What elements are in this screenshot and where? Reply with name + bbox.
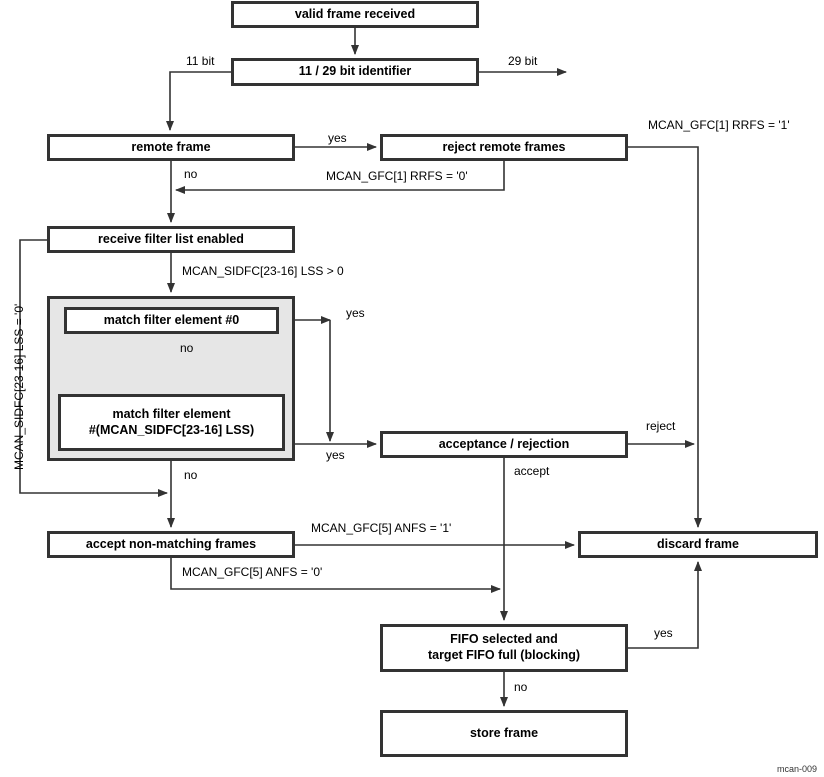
edge-rrfs0-feedback xyxy=(175,161,505,194)
node-remote-frame[interactable]: remote frame xyxy=(47,134,295,161)
node-receive-filter-list-enabled[interactable]: receive filter list enabled xyxy=(47,226,295,253)
edge-label-anfs-0: MCAN_GFC[5] ANFS = '0' xyxy=(182,565,323,579)
edge-label-remote-no: no xyxy=(184,167,198,181)
edge-label-rrfs-0: MCAN_GFC[1] RRFS = '0' xyxy=(326,169,468,183)
figure-id-caption: mcan-009 xyxy=(777,764,818,774)
node-reject-remote-frames[interactable]: reject remote frames xyxy=(380,134,628,161)
node-store-frame[interactable]: store frame xyxy=(380,710,628,757)
edge-label-fifo-no: no xyxy=(514,680,528,694)
edge-label-filter-last-yes: yes xyxy=(326,448,345,462)
edge-lss0-feedback xyxy=(19,239,168,497)
edge-label-lss-greater-zero: MCAN_SIDFC[23-16] LSS > 0 xyxy=(182,264,344,278)
edge-fifo-yes xyxy=(628,561,702,649)
node-accept-non-matching-frames[interactable]: accept non-matching frames xyxy=(47,531,295,558)
edge-label-filter-first-yes: yes xyxy=(346,306,365,320)
edge-label-rrfs-1: MCAN_GFC[1] RRFS = '1' xyxy=(648,118,790,132)
node-fifo-selected-target-full[interactable]: FIFO selected and target FIFO full (bloc… xyxy=(380,624,628,672)
node-discard-frame[interactable]: discard frame xyxy=(578,531,818,558)
edge-rrfs1-to-discard xyxy=(628,146,702,528)
edge-11bit-to-remote xyxy=(166,71,231,131)
edge-label-group-no: no xyxy=(184,468,198,482)
edge-label-lss-equals-zero: MCAN_SIDFC[23-16] LSS = '0' xyxy=(12,303,26,470)
edge-label-anfs-1: MCAN_GFC[5] ANFS = '1' xyxy=(311,521,452,535)
edge-label-11-bit: 11 bit xyxy=(186,54,215,68)
edge-label-29-bit: 29 bit xyxy=(508,54,538,68)
node-match-filter-element-first[interactable]: match filter element #0 xyxy=(64,307,279,334)
edge-label-filter-chain-no: no xyxy=(180,341,194,355)
edge-label-fifo-yes: yes xyxy=(654,626,673,640)
edge-label-remote-yes: yes xyxy=(328,131,347,145)
edge-label-reject: reject xyxy=(646,419,676,433)
edge-anfs0 xyxy=(170,558,501,593)
node-match-filter-element-last[interactable]: match filter element #(MCAN_SIDFC[23-16]… xyxy=(58,394,285,451)
node-acceptance-rejection[interactable]: acceptance / rejection xyxy=(380,431,628,458)
node-identifier[interactable]: 11 / 29 bit identifier xyxy=(231,58,479,86)
node-valid-frame-received[interactable]: valid frame received xyxy=(231,1,479,28)
edge-label-accept: accept xyxy=(514,464,550,478)
